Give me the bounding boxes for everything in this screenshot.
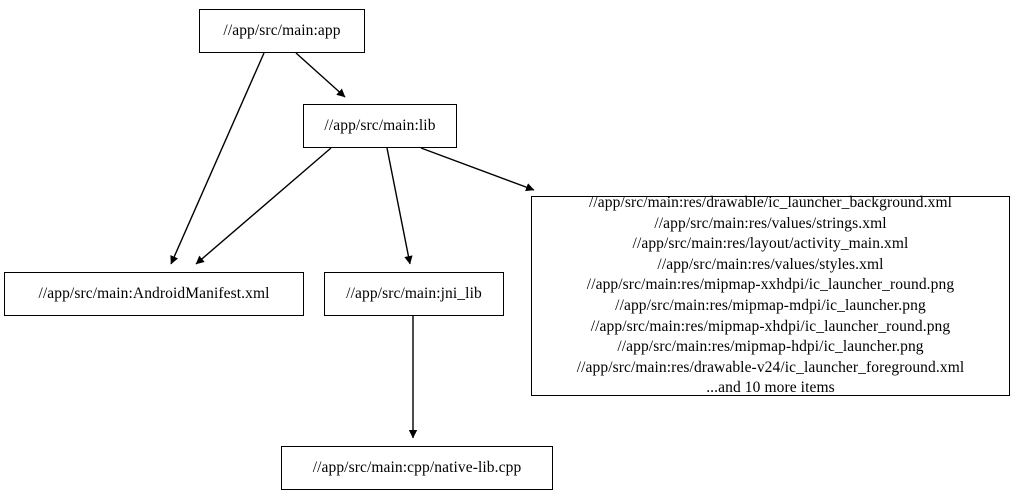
graph-node-jni-lib-label: //app/src/main:jni_lib	[346, 285, 482, 303]
edge-app-to-lib	[295, 52, 346, 98]
graph-node-app[interactable]: //app/src/main:app	[199, 9, 365, 53]
edge-lib-to-jni-lib	[386, 147, 413, 265]
edge-lib-to-res	[420, 147, 535, 192]
graph-node-res-collection[interactable]: //app/src/main:res/drawable/ic_launcher_…	[531, 193, 1010, 397]
graph-node-android-manifest[interactable]: //app/src/main:AndroidManifest.xml	[4, 272, 304, 316]
graph-node-native-lib-cpp-label: //app/src/main:cpp/native-lib.cpp	[312, 459, 522, 477]
graph-node-lib[interactable]: //app/src/main:lib	[303, 104, 457, 148]
graph-node-jni-lib[interactable]: //app/src/main:jni_lib	[324, 272, 504, 316]
graph-node-native-lib-cpp[interactable]: //app/src/main:cpp/native-lib.cpp	[281, 446, 553, 490]
graph-node-res-collection-label: //app/src/main:res/drawable/ic_launcher_…	[576, 193, 965, 397]
graph-node-app-label: //app/src/main:app	[223, 22, 341, 40]
graph-node-lib-label: //app/src/main:lib	[324, 117, 436, 135]
edge-app-to-manifest	[170, 52, 265, 265]
edge-lib-to-manifest	[195, 147, 332, 265]
graph-node-android-manifest-label: //app/src/main:AndroidManifest.xml	[38, 285, 270, 303]
